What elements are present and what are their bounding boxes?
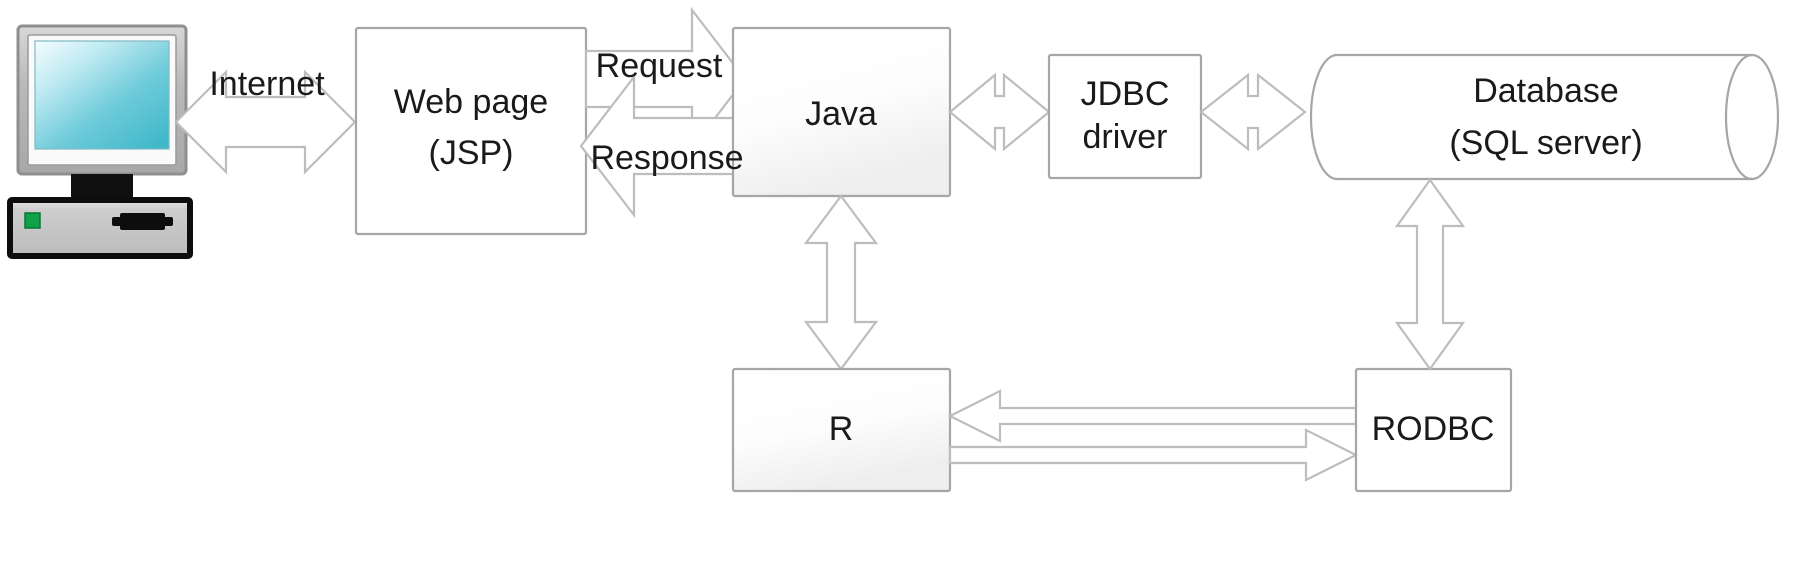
node-label-webpage-line2: (JSP) bbox=[429, 134, 514, 172]
node-label-java: Java bbox=[805, 95, 877, 133]
edge-r-to-rodbc bbox=[948, 428, 1359, 482]
r-to-rodbc-arrow bbox=[948, 428, 1359, 482]
rodbc-box bbox=[1354, 367, 1513, 493]
node-label-webpage-line1: Web page bbox=[394, 83, 548, 121]
edge-java-r bbox=[803, 194, 879, 371]
edge-label-request: Request bbox=[596, 47, 723, 85]
edge-request bbox=[584, 6, 747, 152]
node-label-database-line2: (SQL server) bbox=[1449, 124, 1642, 162]
edge-java-jdbc bbox=[948, 72, 1051, 152]
monitor-screen bbox=[34, 40, 170, 150]
node-r bbox=[731, 367, 952, 493]
monitor-stand bbox=[71, 174, 133, 197]
edge-label-internet: Internet bbox=[209, 65, 325, 103]
edge-jdbc-database bbox=[1199, 72, 1307, 152]
node-jdbc-driver bbox=[1047, 53, 1203, 180]
request-arrow bbox=[584, 6, 747, 152]
edge-rodbc-to-r bbox=[947, 389, 1358, 443]
jdbc-driver-box bbox=[1047, 53, 1203, 180]
power-led-icon bbox=[24, 212, 41, 229]
jdbc-database-double-arrow bbox=[1199, 72, 1307, 152]
node-label-jdbc-line2: driver bbox=[1082, 118, 1167, 156]
node-rodbc bbox=[1354, 367, 1513, 493]
edge-response bbox=[579, 73, 742, 219]
java-r-double-arrow bbox=[803, 194, 879, 371]
edge-database-rodbc bbox=[1394, 178, 1466, 371]
edge-label-response: Response bbox=[590, 139, 743, 177]
node-label-r: R bbox=[829, 410, 854, 448]
database-rodbc-double-arrow bbox=[1394, 178, 1466, 371]
node-label-database-line1: Database bbox=[1473, 72, 1619, 110]
node-label-rodbc: RODBC bbox=[1372, 410, 1495, 448]
drive-slot-icon bbox=[112, 213, 173, 230]
rodbc-to-r-arrow bbox=[947, 389, 1358, 443]
node-database bbox=[1309, 53, 1780, 181]
java-jdbc-double-arrow bbox=[948, 72, 1051, 152]
webpage-box bbox=[354, 26, 588, 236]
node-webpage-jsp bbox=[354, 26, 588, 236]
database-cylinder-cap bbox=[1724, 53, 1753, 181]
node-label-jdbc-line1: JDBC bbox=[1081, 75, 1170, 113]
r-box bbox=[731, 367, 952, 493]
client-computer-icon bbox=[7, 24, 193, 259]
response-arrow bbox=[579, 73, 742, 219]
